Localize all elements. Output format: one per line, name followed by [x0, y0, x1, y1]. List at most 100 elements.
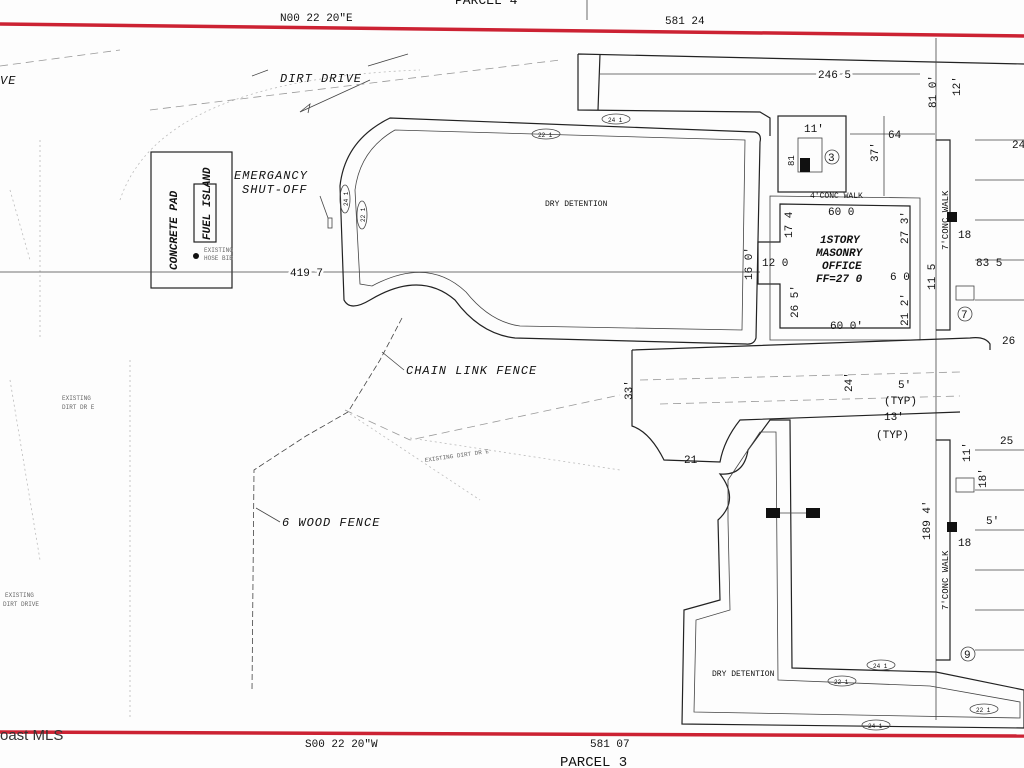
dimension-13: 13'	[884, 412, 904, 424]
circle-3	[824, 149, 840, 165]
dry-detention-top-label: DRY DETENTION	[545, 200, 608, 209]
dimension-212: 21 2'	[900, 293, 912, 326]
shutoff-label: SHUT-OFF	[242, 183, 308, 197]
typ-2: (TYP)	[876, 430, 909, 442]
dimension-25: 25	[1000, 436, 1013, 448]
wood-fence-label: 6 WOOD FENCE	[282, 516, 380, 530]
bearing-top: N00 22 20"E	[280, 13, 353, 25]
shutoff-leader	[319, 195, 329, 219]
dimension-273: 27 3'	[900, 211, 912, 244]
dirt-drive-arrow-3	[367, 53, 409, 67]
dimension-18p: 18'	[978, 468, 990, 488]
dirt-drive-dash	[0, 49, 121, 67]
outlet-structure-2	[806, 508, 820, 518]
dimension-600-top: 60 0	[828, 207, 854, 219]
dimension-60: 6 0	[890, 272, 910, 284]
mls-watermark: oast MLS	[0, 727, 63, 744]
existing-dirt-3a: EXISTING	[5, 592, 34, 599]
circle-3-label: 3	[828, 153, 835, 165]
existing-dirt-arc	[119, 69, 421, 201]
hose-bib-2: HOSE BIB	[204, 255, 233, 262]
conc-walk-top: 4'CONC WALK	[810, 192, 863, 201]
dimension-174: 17 4	[784, 211, 796, 238]
dimension-12: 12'	[952, 76, 964, 96]
parking-stalls-top	[975, 139, 1024, 301]
curb-tag-241b	[339, 184, 351, 214]
bottom-detention-inner	[693, 431, 1021, 719]
outlet-structure-1	[766, 508, 780, 518]
distance-bottom: 581 07	[590, 739, 630, 751]
chain-link-leader	[381, 351, 405, 371]
dimension-18-b: 18	[958, 538, 971, 550]
bearing-bottom: S00 22 20"W	[305, 739, 378, 751]
walk-light-1	[947, 212, 957, 222]
chain-link-fence	[251, 317, 403, 691]
curb-tag-241c	[866, 659, 896, 671]
dimension-265: 26 5'	[790, 285, 802, 318]
existing-dirt-1b: DIRT DR E	[62, 404, 95, 411]
curb-tag-221c	[827, 675, 857, 687]
dimension-5b: 5'	[986, 516, 999, 528]
conc-walk-right	[936, 139, 951, 661]
top-drive-band	[577, 53, 1024, 136]
dimension-18-a: 18	[958, 230, 971, 242]
curb-tag-221b	[356, 200, 368, 230]
office-building	[757, 203, 911, 329]
office-label-1: 1STORY	[820, 235, 861, 247]
curb-241c: 24 1	[873, 663, 888, 670]
dimension-1894: 189 4'	[922, 500, 934, 540]
curb-tag-241d	[861, 719, 891, 731]
middle-drive	[631, 337, 991, 463]
dirt-drive-arrowhead-1	[299, 102, 311, 114]
dimension-160: 16 0'	[744, 247, 756, 280]
hose-bib-1: EXISTING	[204, 247, 233, 254]
dimension-5-mid: 5'	[898, 380, 911, 392]
existing-dirt-drive-2	[344, 394, 621, 441]
curb-tag-221d	[969, 703, 999, 715]
dimension-24-right: 24	[1012, 140, 1024, 152]
office-label-3: OFFICE	[822, 261, 862, 273]
dry-detention-bottom-label: DRY DETENTION	[712, 670, 775, 679]
dirt-drive-arrow-2	[251, 69, 269, 77]
dimension-11: 11'	[804, 124, 824, 136]
fuel-island	[193, 183, 217, 243]
concrete-pad	[150, 151, 233, 289]
curb-241d: 24 1	[868, 723, 883, 730]
curb-221d: 22 1	[976, 707, 991, 714]
curb-tag-221a	[531, 128, 561, 140]
curb-221c: 22 1	[834, 679, 849, 686]
curb-241b: 24 1	[343, 191, 350, 206]
hatched-ramp-top	[955, 285, 975, 301]
parcel-bottom-label: PARCEL 3	[560, 755, 627, 768]
dumpster-box	[800, 158, 810, 172]
dimension-120: 12 0	[762, 258, 788, 270]
dimension-246: 246 5	[818, 70, 851, 82]
emergency-label: EMERGANCY	[234, 169, 308, 183]
circle-9-label: 9	[964, 650, 971, 662]
dimension-33: 33'	[624, 380, 636, 400]
dry-detention-outer	[339, 117, 762, 345]
bottom-detention-outer	[681, 419, 1024, 729]
dumpster-enclosure	[777, 115, 847, 193]
dimension-24-mid: 24'	[844, 372, 856, 392]
middle-drive-inner	[639, 371, 961, 405]
dirt-drive-arrow-1	[299, 79, 371, 113]
dirt-drive-label: DIRT DRIVE	[280, 72, 362, 86]
dimension-419: 419 7	[290, 268, 323, 280]
property-line-top	[0, 22, 1024, 38]
fuel-island-label: FUEL ISLAND	[202, 167, 214, 240]
dimension-81: 81 0'	[928, 75, 940, 108]
dimension-115: 11 5	[927, 264, 939, 290]
concrete-pad-label: CONCRETE PAD	[169, 190, 181, 270]
circle-9	[960, 646, 976, 662]
parcel-top-label: PARCEL 4	[455, 0, 518, 8]
distance-top: 581 24	[665, 16, 705, 28]
drive-left-label: VE	[0, 74, 16, 88]
typ-1: (TYP)	[884, 396, 917, 408]
dimension-64: 64	[888, 130, 902, 142]
wood-fence-leader	[255, 507, 281, 523]
parking-stalls-bottom	[975, 449, 1024, 651]
dimension-26: 26	[1002, 336, 1015, 348]
shutoff-device	[327, 217, 333, 229]
